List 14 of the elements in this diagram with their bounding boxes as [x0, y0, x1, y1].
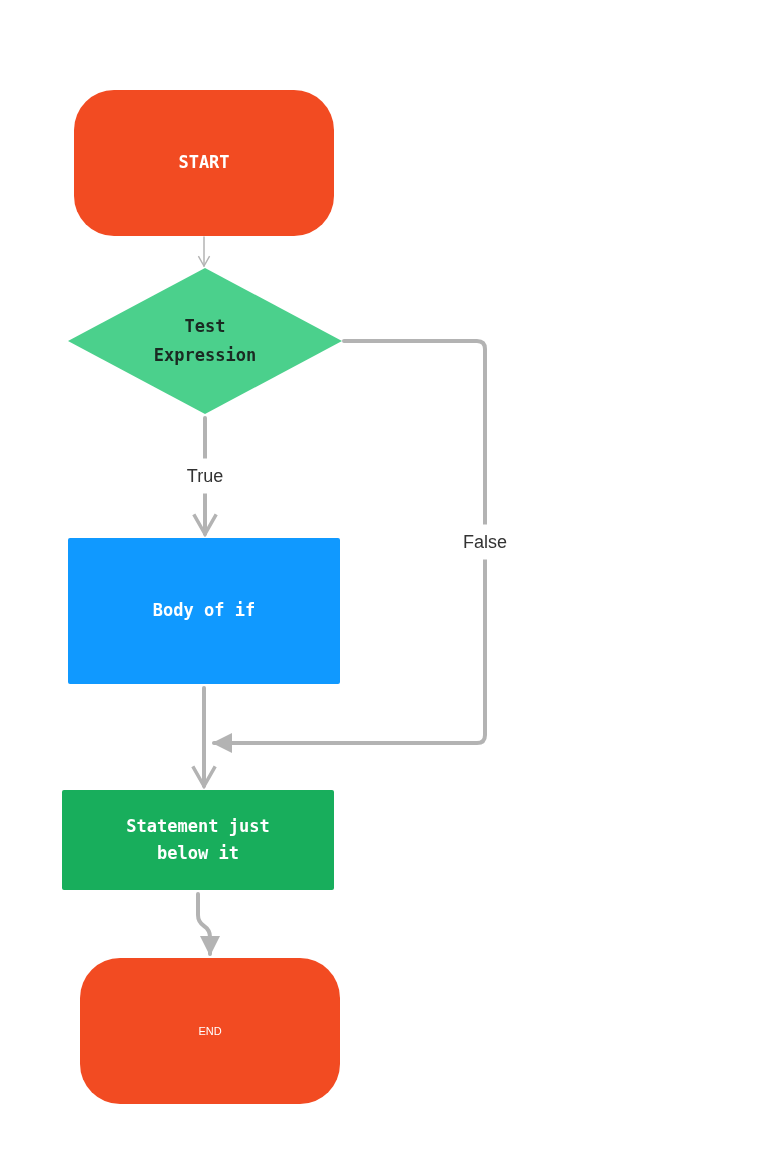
arrow [196, 892, 220, 956]
arrow [191, 686, 217, 788]
node-label: START [178, 151, 230, 175]
process-box [68, 538, 340, 684]
terminal-box [74, 90, 334, 236]
node-label: Statement just below it [125, 815, 271, 865]
node-label: Test Expression [152, 315, 258, 367]
node-label: END [198, 1023, 222, 1039]
arrow [212, 339, 487, 753]
decision-diamond [68, 268, 342, 414]
process-box [62, 790, 334, 890]
terminal-box [80, 958, 340, 1104]
arrow [197, 236, 211, 267]
node-label: Body of if [152, 599, 256, 623]
